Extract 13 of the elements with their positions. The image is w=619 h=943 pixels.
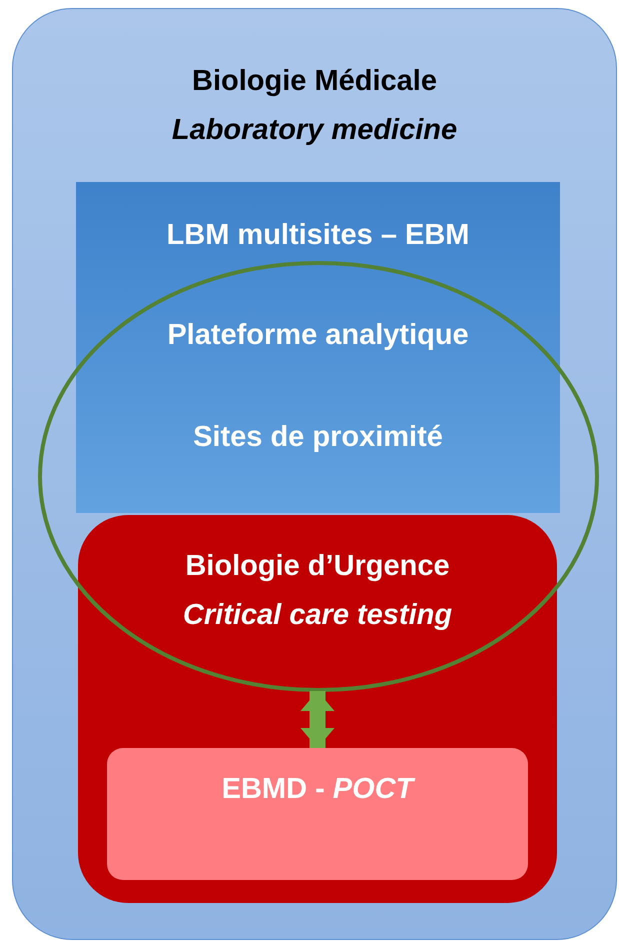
double-arrow — [300, 691, 334, 748]
emergency-box — [78, 515, 557, 903]
heading-text: LBM multisites – EBM — [166, 218, 470, 252]
heading-text: Biologie Médicale — [191, 64, 438, 98]
domain-panel — [12, 8, 617, 940]
heading-text: EBMD - POCT — [220, 772, 416, 806]
laboratory-box — [76, 182, 560, 513]
subheading-text: Critical care testing — [182, 598, 454, 632]
subheading-text: Laboratory medicine — [170, 113, 458, 147]
heading-text: Biologie d’Urgence — [184, 549, 451, 583]
subheading-text: Plateforme analytique — [166, 318, 470, 352]
subheading-text: Sites de proximité — [192, 420, 444, 454]
poct-box — [107, 748, 528, 880]
